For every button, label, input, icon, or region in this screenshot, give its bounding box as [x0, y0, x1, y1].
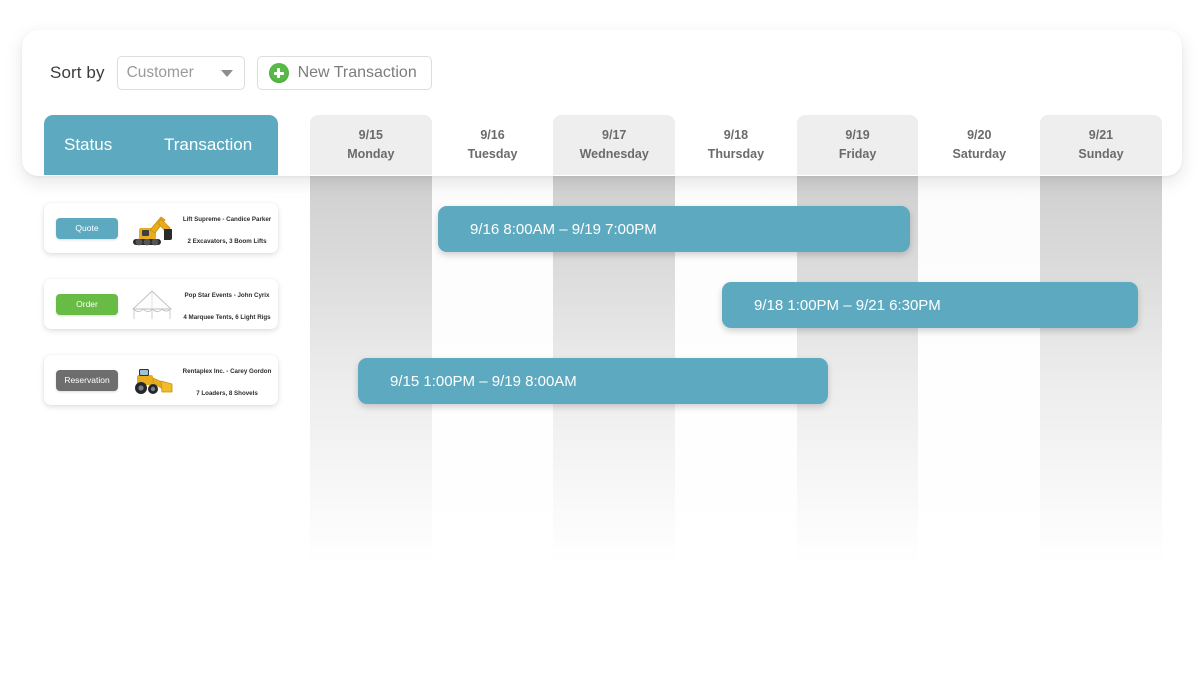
sort-by-value: Customer	[126, 64, 194, 81]
day-name: Monday	[347, 147, 395, 161]
transaction-items: 7 Loaders, 8 Shovels	[196, 390, 258, 397]
calendar-column-stripes	[310, 115, 1162, 565]
day-date: 9/16	[480, 127, 505, 142]
transaction-title: Rentaplex Inc. - Carey Gordon	[182, 368, 272, 376]
day-date: 9/19	[845, 127, 870, 142]
day-name: Wednesday	[579, 147, 649, 161]
day-name: Tuesday	[467, 147, 518, 161]
excavator-icon	[128, 208, 176, 248]
day-column-background	[796, 115, 919, 565]
status-transaction-tab[interactable]: Status Transaction	[44, 115, 278, 175]
timeline-bar-order[interactable]: 9/18 1:00PM – 9/21 6:30PM	[722, 282, 1138, 328]
day-name: Thursday	[707, 147, 765, 161]
day-date: 9/18	[723, 127, 749, 142]
marquee-tent-icon	[128, 284, 176, 324]
transaction-details: Lift Supreme - Candice Parker 2 Excavato…	[182, 206, 272, 249]
transaction-details: Pop Star Events - John Cyrix 4 Marquee T…	[182, 282, 272, 325]
wheel-loader-icon	[128, 360, 176, 400]
list-item[interactable]: Quote Lift Supreme - Candice Parker 2 Ex…	[44, 203, 278, 253]
day-header-9-16[interactable]: 9/16 Tuesday	[432, 115, 554, 175]
sort-by-label: Sort by	[50, 63, 105, 82]
day-date: 9/15	[358, 127, 384, 142]
list-item[interactable]: Reservation Rentaplex Inc. - Carey Gordo…	[44, 355, 278, 405]
day-header-9-19[interactable]: 9/19 Friday	[796, 115, 919, 175]
day-column-background	[310, 115, 432, 565]
day-header-9-21[interactable]: 9/21 Sunday	[1040, 115, 1162, 175]
day-name: Saturday	[952, 147, 1007, 161]
new-transaction-label: New Transaction	[297, 64, 417, 81]
status-badge: Quote	[56, 217, 118, 239]
day-name: Friday	[838, 147, 877, 161]
calendar-header-row: Status Transaction 9/15 Monday 9/16 Tues…	[0, 115, 1200, 175]
day-header-9-15[interactable]: 9/15 Monday	[310, 115, 432, 175]
day-header-9-18[interactable]: 9/18 Thursday	[675, 115, 797, 175]
day-header-9-17[interactable]: 9/17 Wednesday	[553, 115, 676, 175]
day-date: 9/17	[602, 127, 627, 142]
chevron-down-icon	[220, 69, 233, 77]
day-column-background	[1040, 115, 1162, 565]
transaction-title: Lift Supreme - Candice Parker	[182, 216, 272, 224]
day-column-background	[918, 115, 1041, 565]
day-date: 9/20	[967, 127, 992, 142]
day-column-background	[675, 115, 797, 565]
transaction-list: Quote Lift Supreme - Candice Parker 2 Ex…	[44, 203, 278, 431]
transaction-items: 4 Marquee Tents, 6 Light Rigs	[183, 314, 271, 321]
timeline-bar-quote[interactable]: 9/16 8:00AM – 9/19 7:00PM	[438, 206, 910, 252]
status-badge: Reservation	[56, 369, 118, 391]
timeline-bar-reservation[interactable]: 9/15 1:00PM – 9/19 8:00AM	[358, 358, 828, 404]
transaction-details: Rentaplex Inc. - Carey Gordon 7 Loaders,…	[182, 358, 272, 401]
toolbar: Sort by Customer New Transaction	[50, 56, 432, 90]
transaction-items: 2 Excavators, 3 Boom Lifts	[187, 238, 267, 245]
transaction-title: Pop Star Events - John Cyrix	[184, 292, 270, 300]
column-header-transaction: Transaction	[164, 135, 253, 154]
day-column-background	[553, 115, 676, 565]
new-transaction-button[interactable]: New Transaction	[256, 56, 432, 90]
plus-circle-icon	[268, 63, 289, 83]
day-name: Sunday	[1078, 147, 1124, 161]
day-header-9-20[interactable]: 9/20 Saturday	[918, 115, 1040, 175]
sort-by-select[interactable]: Customer	[116, 56, 245, 90]
list-item[interactable]: Order Pop Star Events - John Cyrix 4 Mar…	[44, 279, 278, 329]
day-date: 9/21	[1088, 127, 1114, 142]
column-header-status: Status	[64, 135, 113, 154]
day-headers: 9/15 Monday 9/16 Tuesday 9/17 Wednesday …	[310, 115, 1162, 175]
day-column-background	[431, 115, 554, 565]
status-badge: Order	[56, 293, 118, 315]
